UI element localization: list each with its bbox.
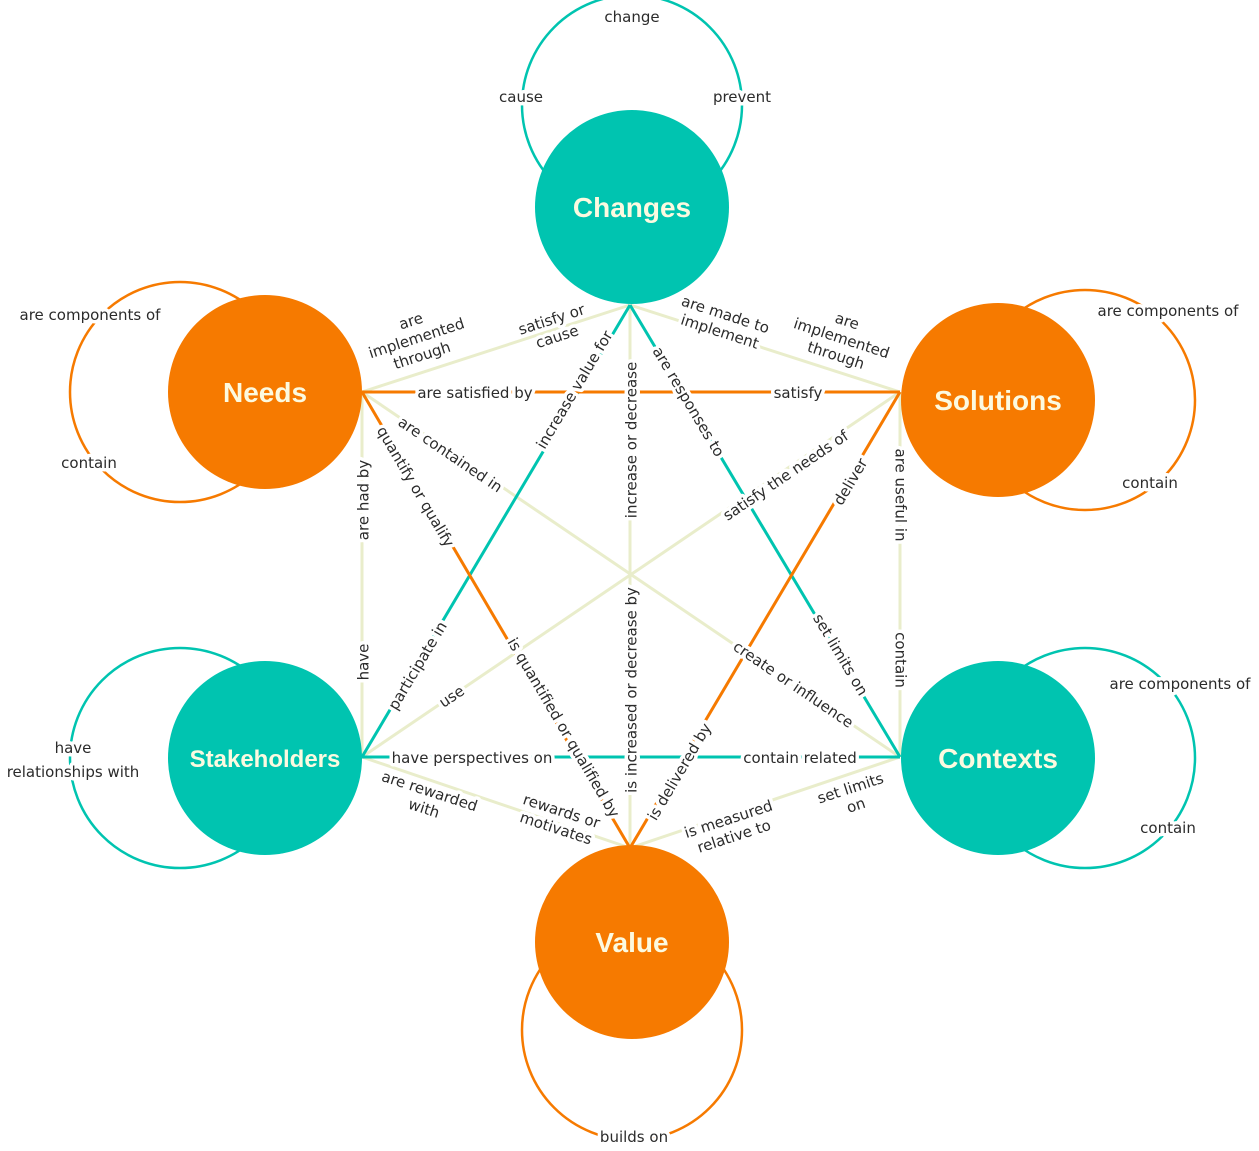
loop-label-cause: cause bbox=[499, 88, 543, 106]
edges bbox=[360, 303, 902, 850]
node-contexts: Contexts bbox=[901, 661, 1095, 855]
label-solutions-value-top: deliver bbox=[830, 454, 872, 508]
loop-label-stakeholders-relationships: relationships with bbox=[7, 763, 140, 781]
node-solutions: Solutions bbox=[901, 303, 1095, 497]
loop-label-contexts-components: are components of bbox=[1110, 675, 1252, 693]
loop-label-solutions-contain: contain bbox=[1122, 474, 1178, 492]
label-value-stakeholders: rewards or motivates bbox=[514, 787, 606, 852]
loop-label-stakeholders-have: have bbox=[55, 739, 92, 757]
label-needs-value-bottom: is quantified or qualified by bbox=[504, 635, 624, 821]
label-solutions-contexts-bottom: contain bbox=[892, 632, 910, 688]
label-changes-value-bottom: is increased or decrease by bbox=[623, 587, 641, 793]
node-needs: Needs bbox=[168, 295, 362, 489]
label-solutions-stakeholders-bottom: use bbox=[436, 682, 468, 712]
node-changes-label: Changes bbox=[573, 192, 691, 223]
label-stakeholders-contexts-left: have perspectives on bbox=[392, 749, 553, 767]
loop-label-needs-components: are components of bbox=[20, 306, 162, 324]
label-needs-solutions: are satisfied by bbox=[417, 384, 532, 402]
edge-changes-contexts bbox=[628, 304, 902, 758]
loop-label-solutions-components: are components of bbox=[1098, 302, 1240, 320]
nodes: Changes Needs Solutions Stakeholders Con… bbox=[168, 110, 1095, 1039]
node-needs-circle bbox=[168, 295, 362, 489]
label-solutions-stakeholders-top: satisfy the needs of bbox=[720, 426, 853, 524]
loop-label-needs-contain: contain bbox=[61, 454, 117, 472]
label-needs-stakeholders-bottom: have bbox=[355, 644, 373, 681]
loop-label-change: change bbox=[604, 8, 659, 26]
edge-needs-changes bbox=[361, 303, 631, 394]
node-changes-circle bbox=[535, 110, 729, 304]
node-needs-label: Needs bbox=[223, 377, 307, 408]
label-solutions-value-bottom: is delivered by bbox=[644, 720, 715, 824]
label-solutions-changes: are implemented through bbox=[788, 305, 895, 376]
node-stakeholders-circle bbox=[168, 661, 362, 855]
loop-label-contexts-contain: contain bbox=[1140, 819, 1196, 837]
loop-label-prevent: prevent bbox=[713, 88, 771, 106]
node-value-circle bbox=[535, 845, 729, 1039]
edge-solutions-value bbox=[628, 391, 902, 849]
label-solutions-contexts-top: are useful in bbox=[892, 449, 910, 542]
label-stakeholders-contexts-right: contain related bbox=[743, 749, 857, 767]
label-solutions-needs: satisfy bbox=[774, 384, 823, 402]
edge-value-contexts bbox=[629, 755, 901, 850]
edge-needs-value bbox=[360, 391, 632, 849]
node-contexts-label: Contexts bbox=[938, 743, 1058, 774]
label-needs-stakeholders-top: are had by bbox=[355, 460, 373, 541]
node-contexts-circle bbox=[901, 661, 1095, 855]
label-changes-needs: satisfy or cause bbox=[513, 297, 592, 356]
label-stakeholders-value: are rewarded with bbox=[376, 764, 483, 826]
edge-changes-solutions bbox=[629, 303, 901, 394]
node-stakeholders: Stakeholders bbox=[168, 661, 362, 855]
label-changes-value-top: increase or decrease bbox=[623, 362, 641, 518]
label-contexts-value: set limits on bbox=[812, 766, 890, 821]
edge-changes-stakeholders bbox=[360, 304, 632, 758]
label-changes-contexts-bottom: set limits on bbox=[809, 611, 872, 699]
label-changes-contexts-top: are responses to bbox=[649, 344, 728, 460]
node-changes: Changes bbox=[535, 110, 729, 304]
node-value-label: Value bbox=[595, 927, 668, 958]
loop-label-builds-on: builds on bbox=[600, 1128, 668, 1146]
label-changes-solutions: are made to implement bbox=[675, 288, 775, 356]
node-solutions-circle bbox=[901, 303, 1095, 497]
node-stakeholders-label: Stakeholders bbox=[190, 746, 341, 773]
edge-stakeholders-value bbox=[361, 755, 631, 850]
label-value-contexts: is measured relative to bbox=[679, 793, 779, 860]
label-needs-changes: are implemented through bbox=[363, 305, 470, 376]
node-value: Value bbox=[535, 845, 729, 1039]
node-solutions-label: Solutions bbox=[934, 385, 1062, 416]
